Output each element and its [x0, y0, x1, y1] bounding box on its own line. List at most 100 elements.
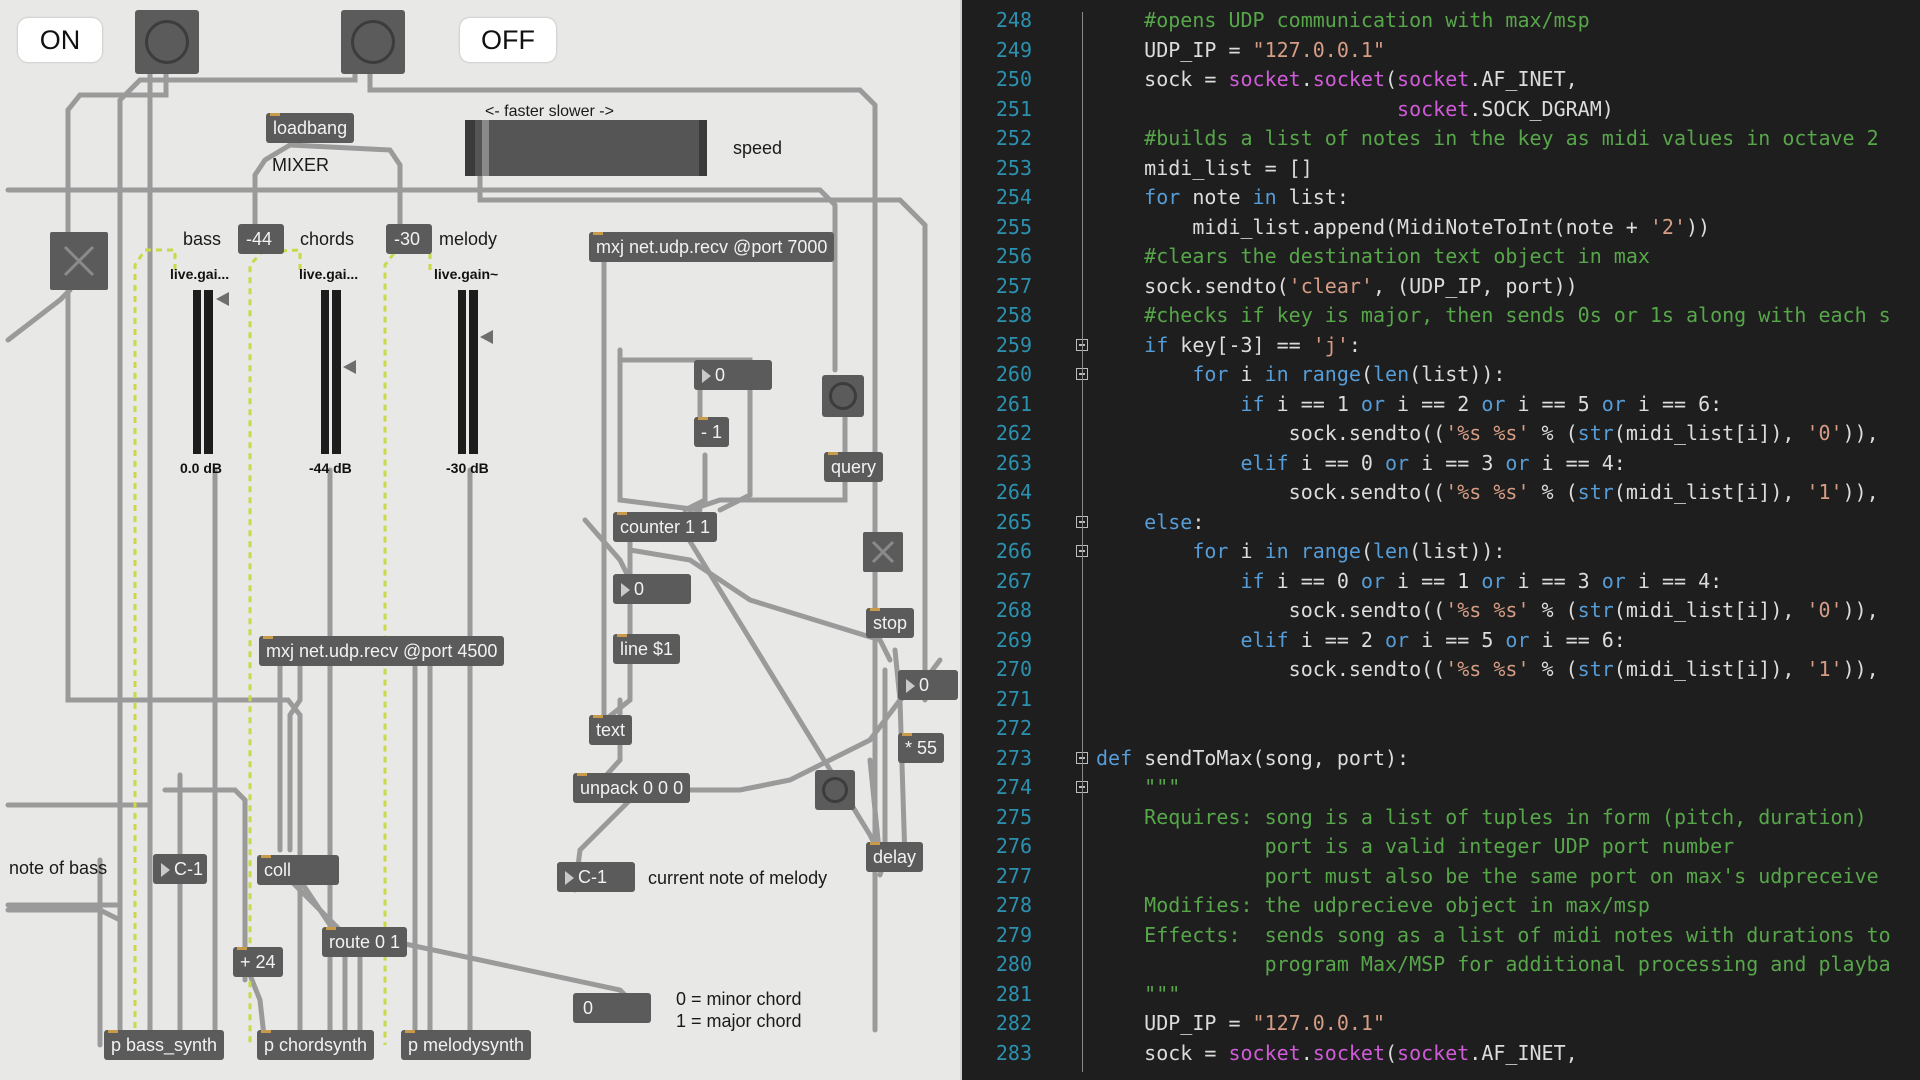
bass-label: bass — [183, 229, 222, 249]
code-line[interactable]: 267 if i == 0 or i == 1 or i == 3 or i =… — [962, 567, 1920, 596]
melody-gain-number[interactable]: -30 — [386, 224, 432, 254]
coll-object[interactable]: coll — [257, 855, 339, 885]
code-line[interactable]: 258 #checks if key is major, then sends … — [962, 301, 1920, 330]
query-bang-button[interactable] — [822, 375, 864, 417]
chords-label: chords — [300, 229, 355, 249]
code-line[interactable]: 266 for i in range(len(list)): — [962, 537, 1920, 566]
code-line[interactable]: 264 sock.sendto(('%s %s' % (str(midi_lis… — [962, 478, 1920, 507]
code-line[interactable]: 276 port is a valid integer UDP port num… — [962, 832, 1920, 861]
code-line[interactable]: 249 UDP_IP = "127.0.0.1" — [962, 36, 1920, 65]
code-text: for note in list: — [1144, 185, 1349, 209]
current-note-of-melody-label: current note of melody — [648, 868, 828, 888]
master-toggle[interactable] — [50, 232, 108, 290]
code-line[interactable]: 283 sock = socket.socket(socket.AF_INET, — [962, 1039, 1920, 1068]
gain2-meter[interactable] — [321, 290, 341, 454]
gain2-db: -44 dB — [309, 460, 352, 476]
chord-type-number[interactable]: 0 — [573, 993, 651, 1023]
delay-object[interactable]: delay — [866, 842, 924, 872]
off-bang-button[interactable] — [341, 10, 405, 74]
code-text: port is a valid integer UDP port number — [1096, 834, 1735, 858]
code-line[interactable]: 253 midi_list = [] — [962, 154, 1920, 183]
code-line[interactable]: 252 #builds a list of notes in the key a… — [962, 124, 1920, 153]
speed-slider[interactable] — [465, 120, 707, 176]
melody-note-number[interactable]: C-1 — [557, 862, 635, 892]
code-line[interactable]: 263 elif i == 0 or i == 3 or i == 4: — [962, 449, 1920, 478]
query-message[interactable]: query — [824, 452, 884, 482]
max-patcher-panel[interactable]: ON OFF loadbang MIXER <- faster slower -… — [0, 0, 960, 1080]
code-text: socket.SOCK_DGRAM) — [1397, 96, 1614, 121]
code-text: sock.sendto(('%s %s' % (str(midi_list[i]… — [1096, 421, 1879, 445]
udp-recv-7000-object[interactable]: mxj net.udp.recv @port 7000 — [589, 232, 835, 262]
code-line[interactable]: 270 sock.sendto(('%s %s' % (str(midi_lis… — [962, 655, 1920, 684]
route-object[interactable]: route 0 1 — [322, 927, 408, 957]
udp-recv-4500-object[interactable]: mxj net.udp.recv @port 4500 — [259, 636, 505, 666]
code-line[interactable]: 268 sock.sendto(('%s %s' % (str(midi_lis… — [962, 596, 1920, 625]
gain1-meter[interactable] — [193, 290, 213, 454]
code-line[interactable]: 250 sock = socket.socket(socket.AF_INET, — [962, 65, 1920, 94]
loadbang-object[interactable]: loadbang — [266, 113, 355, 143]
code-line[interactable]: 278 Modifies: the udprecieve object in m… — [962, 891, 1920, 920]
bass-synth-object[interactable]: p bass_synth — [104, 1030, 225, 1060]
code-line[interactable]: 255 midi_list.append(MidiNoteToInt(note … — [962, 213, 1920, 242]
counter-object[interactable]: counter 1 1 — [613, 512, 718, 542]
text-object[interactable]: text — [589, 715, 633, 745]
gain2-handle[interactable] — [343, 359, 356, 374]
on-bang-button[interactable] — [135, 10, 199, 74]
line-number: 262 — [995, 421, 1032, 445]
gain3-handle[interactable] — [480, 329, 493, 344]
code-line[interactable]: 272 — [962, 714, 1920, 743]
code-text: if i == 1 or i == 2 or i == 5 or i == 6: — [1240, 391, 1723, 416]
gain3-meter[interactable] — [458, 290, 478, 454]
bass-gain-number[interactable]: -44 — [238, 224, 284, 254]
code-text: else: — [1144, 509, 1205, 534]
minus-one-object[interactable]: - 1 — [694, 417, 730, 447]
line-number: 252 — [995, 126, 1032, 150]
code-line[interactable]: 248 #opens UDP communication with max/ms… — [962, 6, 1920, 35]
delay-input-value: 0 — [919, 675, 930, 695]
chord-synth-object[interactable]: p chordsynth — [257, 1030, 375, 1060]
gain1-handle[interactable] — [216, 292, 229, 306]
melody-synth-object[interactable]: p melodysynth — [401, 1030, 532, 1060]
code-line[interactable]: 274 """ — [962, 773, 1920, 802]
code-text: midi_list.append(MidiNoteToInt(note + '2… — [1096, 214, 1711, 239]
code-editor-panel[interactable]: 248 #opens UDP communication with max/ms… — [962, 0, 1920, 1080]
code-line[interactable]: 279 Effects: sends song as a list of mid… — [962, 921, 1920, 950]
code-text: sock = socket.socket(socket.AF_INET, — [1096, 1040, 1578, 1065]
speed-slider-knob[interactable] — [481, 120, 489, 176]
code-line[interactable]: 251 socket.SOCK_DGRAM) — [962, 95, 1920, 124]
line-input-number[interactable]: 0 — [613, 574, 691, 604]
code-line[interactable]: 282 UDP_IP = "127.0.0.1" — [962, 1009, 1920, 1038]
stop-message[interactable]: stop — [866, 608, 915, 638]
line-object[interactable]: line $1 — [613, 634, 681, 664]
indent-guide — [1082, 12, 1083, 1072]
code-line[interactable]: 254 for note in list: — [962, 183, 1920, 212]
code-line[interactable]: 269 elif i == 2 or i == 5 or i == 6: — [962, 626, 1920, 655]
code-line[interactable]: 256 #clears the destination text object … — [962, 242, 1920, 271]
counter-input-number[interactable]: 0 — [694, 360, 772, 390]
code-text: sock.sendto('clear', (UDP_IP, port)) — [1096, 273, 1578, 298]
code-line[interactable]: 260 for i in range(len(list)): — [962, 360, 1920, 389]
code-line[interactable]: 265 else: — [962, 508, 1920, 537]
code-text: midi_list = [] — [1096, 155, 1313, 180]
plus-24-object[interactable]: + 24 — [233, 947, 283, 977]
bass-note-number[interactable]: C-1 — [153, 854, 207, 884]
multiply-55-object[interactable]: * 55 — [898, 733, 945, 763]
line-number: 274 — [995, 775, 1032, 799]
code-text: Modifies: the udprecieve object in max/m… — [1096, 893, 1650, 917]
stop-toggle[interactable] — [863, 532, 903, 572]
toggle-x-icon — [63, 245, 95, 277]
line-number: 269 — [995, 627, 1032, 652]
delay-input-number[interactable]: 0 — [898, 670, 958, 700]
code-line[interactable]: 259 if key[-3] == 'j': — [962, 331, 1920, 360]
code-line[interactable]: 271 — [962, 685, 1920, 714]
code-line[interactable]: 277 port must also be the same port on m… — [962, 862, 1920, 891]
code-line[interactable]: 257 sock.sendto('clear', (UDP_IP, port)) — [962, 272, 1920, 301]
code-line[interactable]: 281 """ — [962, 980, 1920, 1009]
code-line[interactable]: 261 if i == 1 or i == 2 or i == 5 or i =… — [962, 390, 1920, 419]
code-line[interactable]: 262 sock.sendto(('%s %s' % (str(midi_lis… — [962, 419, 1920, 448]
code-line[interactable]: 275 Requires: song is a list of tuples i… — [962, 803, 1920, 832]
unpack-object[interactable]: unpack 0 0 0 — [573, 773, 691, 803]
code-line[interactable]: 280 program Max/MSP for additional proce… — [962, 950, 1920, 979]
delay-bang-button[interactable] — [815, 770, 855, 810]
